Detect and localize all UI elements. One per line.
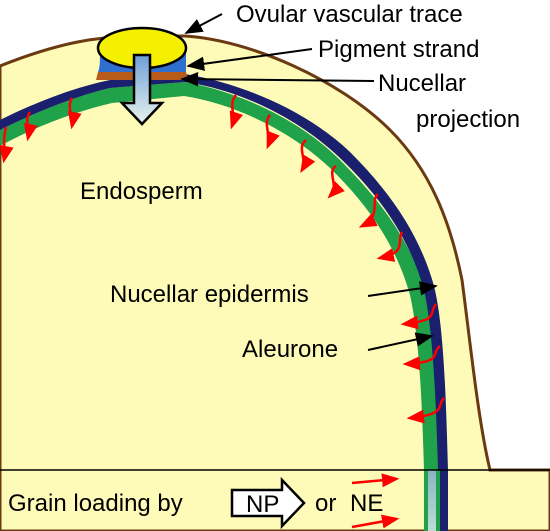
label-projection: projection bbox=[416, 106, 520, 133]
ne-arrow bbox=[300, 139, 316, 174]
ne-flow-arrows bbox=[0, 94, 445, 424]
leader-ovular bbox=[184, 13, 223, 34]
label-endosperm: Endosperm bbox=[80, 178, 203, 205]
legend-ne-label: NE bbox=[350, 490, 383, 517]
np-arrow bbox=[119, 53, 165, 126]
ne-arrow bbox=[327, 164, 345, 199]
ne-arrow bbox=[229, 94, 244, 130]
label-aleurone: Aleurone bbox=[242, 336, 338, 363]
ne-arrow bbox=[0, 126, 14, 164]
ne-arrow bbox=[402, 345, 441, 371]
label-nucellar: Nucellar bbox=[378, 70, 466, 97]
ne-arrow bbox=[358, 193, 379, 228]
legend-or: or bbox=[315, 490, 336, 517]
leader-aleurone bbox=[367, 332, 434, 351]
leader-pigment bbox=[186, 48, 313, 71]
legend-prefix: Grain loading by bbox=[8, 490, 183, 517]
ne-arrow bbox=[23, 111, 38, 142]
ne-arrow bbox=[400, 303, 438, 330]
leader-nucellar-epidermis bbox=[367, 281, 438, 297]
label-ovular-vascular-trace: Ovular vascular trace bbox=[236, 1, 463, 28]
leader-nucellar-projection bbox=[180, 71, 375, 87]
label-nucellar-epidermis: Nucellar epidermis bbox=[110, 281, 309, 308]
ne-arrow bbox=[406, 397, 445, 424]
ne-arrow bbox=[376, 231, 404, 262]
ne-arrow bbox=[67, 97, 82, 130]
legend-np-label: NP bbox=[246, 491, 279, 518]
ne-arrow bbox=[265, 114, 280, 150]
legend-ne-arrows bbox=[351, 473, 400, 529]
label-pigment-strand: Pigment strand bbox=[318, 36, 479, 63]
legend-np-arrow-shape bbox=[230, 476, 306, 530]
